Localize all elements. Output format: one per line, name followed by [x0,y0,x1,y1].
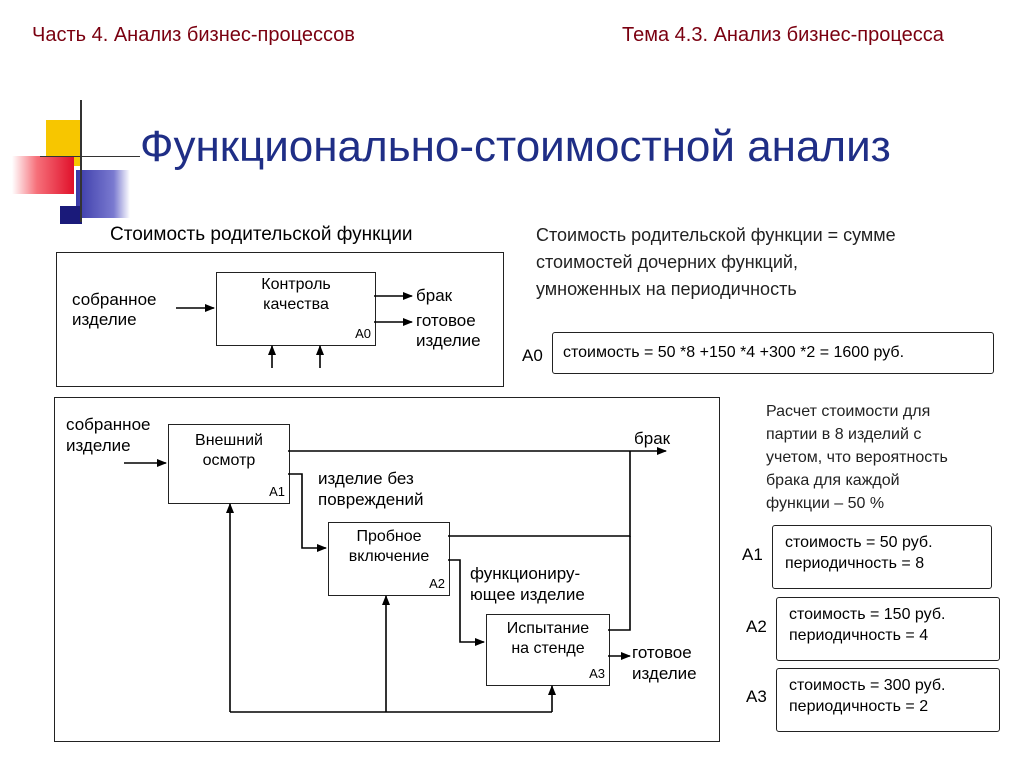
label-no-damage-line2: повреждений [318,490,424,509]
a2-brak-line [448,451,631,537]
a0-label-line1: Контроль [261,276,331,293]
header-topic: Тема 4.3. Анализ бизнес-процесса [622,24,944,46]
function-box-a2: Пробное включение А2 [328,522,450,596]
rule-line3: умноженных на периодичность [536,279,797,299]
child-out-good: готовое изделие [632,642,697,684]
cost-a3-cost: стоимость = 300 руб. [789,677,946,694]
a3-code: А3 [589,666,605,681]
a3-brak-line [608,536,631,631]
parent-out-good: готовое изделие [416,311,481,351]
a3-label-line2: на стенде [511,640,585,657]
cost-a2-cost: стоимость = 150 руб. [789,606,946,623]
child-input-label: собранное изделие [66,414,150,456]
a2-label-line1: Пробное [356,528,422,545]
logo-decoration [0,100,140,230]
label-functioning: функциониру- ющее изделие [470,563,585,605]
note-line5: функции – 50 % [766,495,885,512]
page-title: Функционально-стоимостной анализ [140,122,891,171]
parent-heading: Стоимость родительской функции [110,224,413,245]
a1-to-a2-arrow [288,473,327,552]
rule-text: Стоимость родительской функции = сумме с… [536,222,896,303]
header-part: Часть 4. Анализ бизнес-процессов [32,24,355,46]
parent-out-good-line1: готовое [416,311,476,330]
function-box-a0: Контроль качества А0 [216,272,376,346]
cost-a2-code: А2 [746,617,767,636]
rule-line2: стоимостей дочерних функций, [536,252,798,272]
label-functioning-line2: ющее изделие [470,585,585,604]
parent-input-line2: изделие [72,310,137,329]
note-line3: учетом, что вероятность [766,449,948,466]
a1-label-line1: Внешний [195,432,263,449]
function-box-a1: Внешний осмотр А1 [168,424,290,504]
parent-out-brak: брак [416,286,453,305]
a2-to-a3-arrow [448,559,485,646]
label-functioning-line1: функциониру- [470,564,581,583]
a0-label-line2: качества [263,296,329,313]
a0-code: А0 [355,326,371,341]
cost-a2-box: стоимость = 150 руб. периодичность = 4 [776,597,1000,661]
note-text: Расчет стоимости для партии в 8 изделий … [766,400,948,515]
note-line2: партии в 8 изделий с [766,426,922,443]
formula-box: стоимость = 50 *8 +150 *4 +300 *2 = 1600… [552,332,994,374]
child-out-good-line2: изделие [632,664,697,683]
a3-label-line1: Испытание [506,620,590,637]
note-line1: Расчет стоимости для [766,403,931,420]
cost-a1-period: периодичность = 8 [785,555,925,572]
parent-input-line1: собранное [72,290,157,309]
cost-a1-box: стоимость = 50 руб. периодичность = 8 [772,525,992,589]
cost-a3-box: стоимость = 300 руб. периодичность = 2 [776,668,1000,732]
a2-code: А2 [429,576,445,591]
a2-label-line2: включение [348,548,430,565]
cost-a3-code: А3 [746,687,767,706]
note-line4: брака для каждой [766,472,900,489]
label-no-damage: изделие без повреждений [318,468,424,510]
child-input-line1: собранное [66,415,151,434]
cost-a1-cost: стоимость = 50 руб. [785,534,933,551]
cost-a2-period: периодичность = 4 [789,627,929,644]
formula-code: А0 [522,346,543,365]
cost-a1-code: А1 [742,545,763,564]
parent-input-label: собранное изделие [72,290,156,330]
cost-a3-period: периодичность = 2 [789,698,929,715]
a1-code: А1 [269,484,285,499]
rule-line1: Стоимость родительской функции = сумме [536,225,896,245]
formula-text: стоимость = 50 *8 +150 *4 +300 *2 = 1600… [563,344,905,361]
child-input-line2: изделие [66,436,131,455]
parent-out-good-line2: изделие [416,331,481,350]
child-out-good-line1: готовое [632,643,692,662]
label-no-damage-line1: изделие без [318,469,414,488]
a1-label-line2: осмотр [202,452,256,469]
child-out-brak: брак [634,429,671,448]
